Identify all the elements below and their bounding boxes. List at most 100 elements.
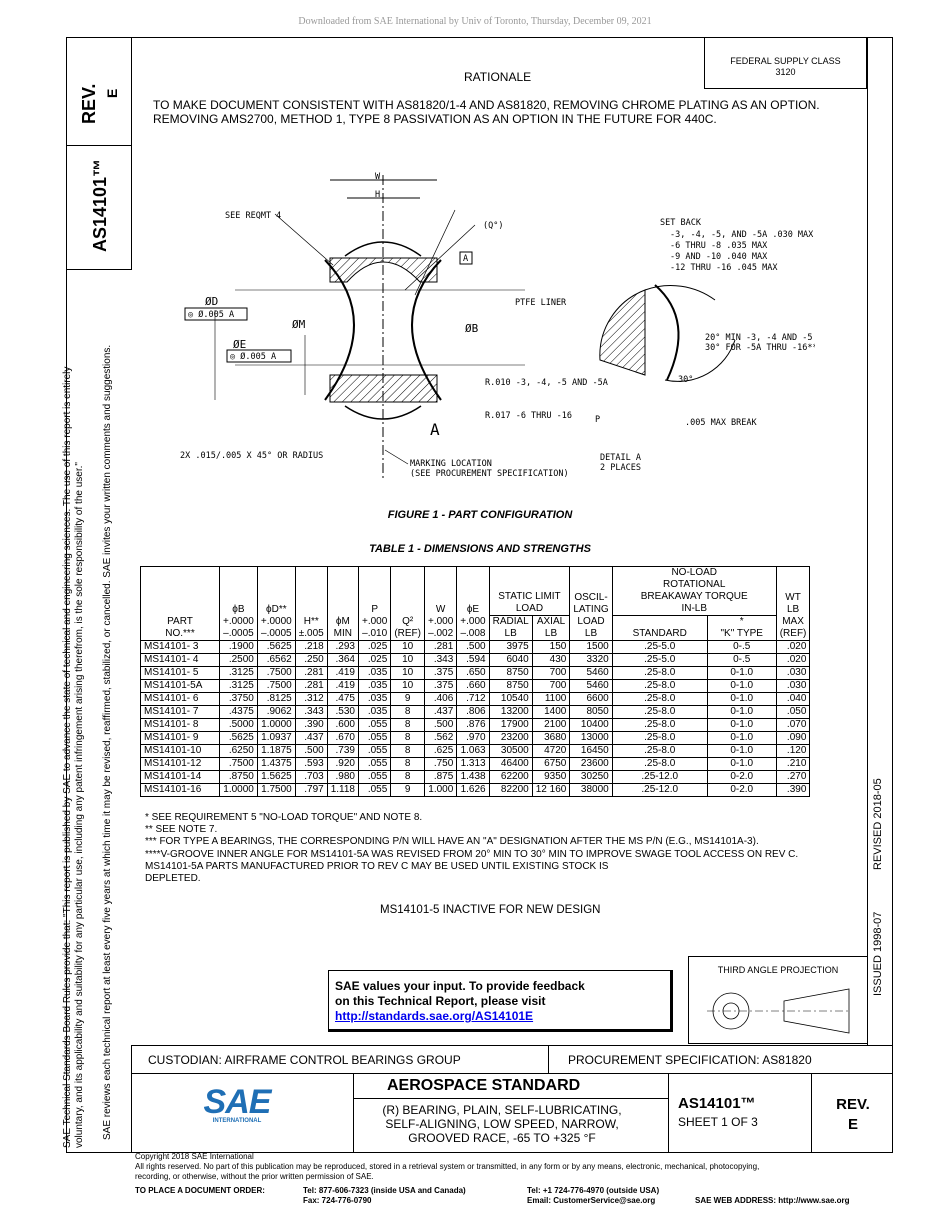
table-cell: .025 [357,640,392,654]
table-cell: 13200 [488,705,533,719]
table-cell: .7500 [219,757,258,771]
table-cell: .25-12.0 [611,783,708,797]
table-cell: .6250 [219,744,258,758]
table-cell: .312 [294,692,328,706]
table-cell: 0-1.0 [706,718,777,732]
order-label: TO PLACE A DOCUMENT ORDER: [135,1186,265,1195]
side-disclaimer-line1: SAE Technical Standards Board Rules prov… [62,366,73,1148]
third-angle-symbol [707,988,850,1034]
th-w: W+.000–.002 [423,566,458,641]
th-q: Q²(REF) [390,566,425,641]
label-ptfe: PTFE LINER [515,298,567,308]
rationale-text: TO MAKE DOCUMENT CONSISTENT WITH AS81820… [153,98,820,126]
order-phone-block: Tel: 877-606-7323 (inside USA and Canada… [303,1186,466,1206]
table-cell: 1.7500 [256,783,296,797]
table-cell: 1.0000 [219,783,258,797]
table-cell: .4375 [219,705,258,719]
label-marking2: (SEE PROCUREMENT SPECIFICATION) [410,469,569,479]
table-cell: 8750 [488,666,533,680]
th-standard: STANDARD [611,615,708,641]
label-marking: MARKING LOCATION [410,459,492,469]
copyright-line3: recording, or otherwise, without the pri… [135,1172,374,1181]
table-cell: 0-1.0 [706,744,777,758]
table-cell: 1500 [569,640,613,654]
table-cell: .25-5.0 [611,653,708,667]
email: Email: CustomerService@sae.org [527,1196,656,1205]
table-cell: .25-12.0 [611,770,708,784]
download-note: Downloaded from SAE International by Uni… [298,16,652,27]
label-tol1: ◎ Ø.005 A [188,309,234,320]
table-cell: .281 [294,679,328,693]
table-cell: .970 [456,731,490,745]
table-cell: .035 [357,705,392,719]
th-ktype: *"K" TYPE [706,615,777,641]
table-cell: .055 [357,783,392,797]
document-title: (R) BEARING, PLAIN, SELF-LUBRICATING, SE… [357,1103,647,1145]
table-cell: 0-2.0 [706,770,777,784]
table-cell: .500 [423,718,458,732]
table-cell: 82200 [488,783,533,797]
table-cell: .25-8.0 [611,744,708,758]
table-cell: MS14101-12 [140,757,220,771]
table-cell: .055 [357,731,392,745]
table-cell: .500 [456,640,490,654]
table-cell: .530 [326,705,360,719]
footer-left-line [131,1045,132,1153]
table-cell: 150 [531,640,571,654]
table-cell: .920 [326,757,360,771]
table-cell: .020 [775,653,811,667]
table-cell: .5000 [219,718,258,732]
table-cell: 0-2.0 [706,783,777,797]
note-2: ** SEE NOTE 7. [145,824,218,836]
table-cell: .250 [294,653,328,667]
feedback-link[interactable]: http://standards.sae.org/AS14101E [335,1009,534,1023]
table-cell: 700 [531,679,571,693]
table-cell: 0-1.0 [706,679,777,693]
table-cell: .343 [423,653,458,667]
table-cell: 10400 [569,718,613,732]
table-cell: 5460 [569,679,613,693]
feedback-box: SAE values your input. To provide feedba… [328,970,673,1032]
table-cell: 10 [390,640,425,654]
side-review-note: SAE reviews each technical report at lea… [102,344,113,1140]
table-cell: .562 [423,731,458,745]
table-cell: MS14101- 4 [140,653,220,667]
note-5: MS14101-5A PARTS MANUFACTURED PRIOR TO R… [145,860,609,872]
table-cell: .25-8.0 [611,666,708,680]
table-cell: .364 [326,653,360,667]
table-cell: 13000 [569,731,613,745]
sae-logo-sub: INTERNATIONAL [212,1118,262,1124]
table-cell: 5460 [569,666,613,680]
table-cell: 8 [390,705,425,719]
label-chamfer: 2X .015/.005 X 45° OR RADIUS [180,451,323,461]
table-cell: 2100 [531,718,571,732]
table-cell: .25-8.0 [611,757,708,771]
table-cell: .650 [456,666,490,680]
table-cell: .3750 [219,692,258,706]
footer-mid-line [548,1045,549,1073]
copyright-line2: All rights reserved. No part of this pub… [135,1162,760,1171]
table-cell: 1.000 [423,783,458,797]
page-frame [66,37,893,1153]
detail-a-section [599,284,736,382]
table-cell: 700 [531,666,571,680]
side-rev-value: E [104,88,120,98]
table-notes: * SEE REQUIREMENT 5 "NO-LOAD TORQUE" AND… [145,812,875,885]
table-cell: .876 [456,718,490,732]
table-cell: .055 [357,757,392,771]
th-h: H**±.005 [294,566,328,641]
label-h: H [375,190,380,200]
table-caption: TABLE 1 - DIMENSIONS AND STRENGTHS [369,543,591,555]
table-cell: .703 [294,770,328,784]
label-setback3: -6 THRU -8 .035 MAX [670,241,768,251]
table-cell: MS14101-14 [140,770,220,784]
side-disclaimer-line2: voluntary, and its applicability and sui… [74,462,85,1148]
table-cell: 6750 [531,757,571,771]
table-cell: .437 [423,705,458,719]
